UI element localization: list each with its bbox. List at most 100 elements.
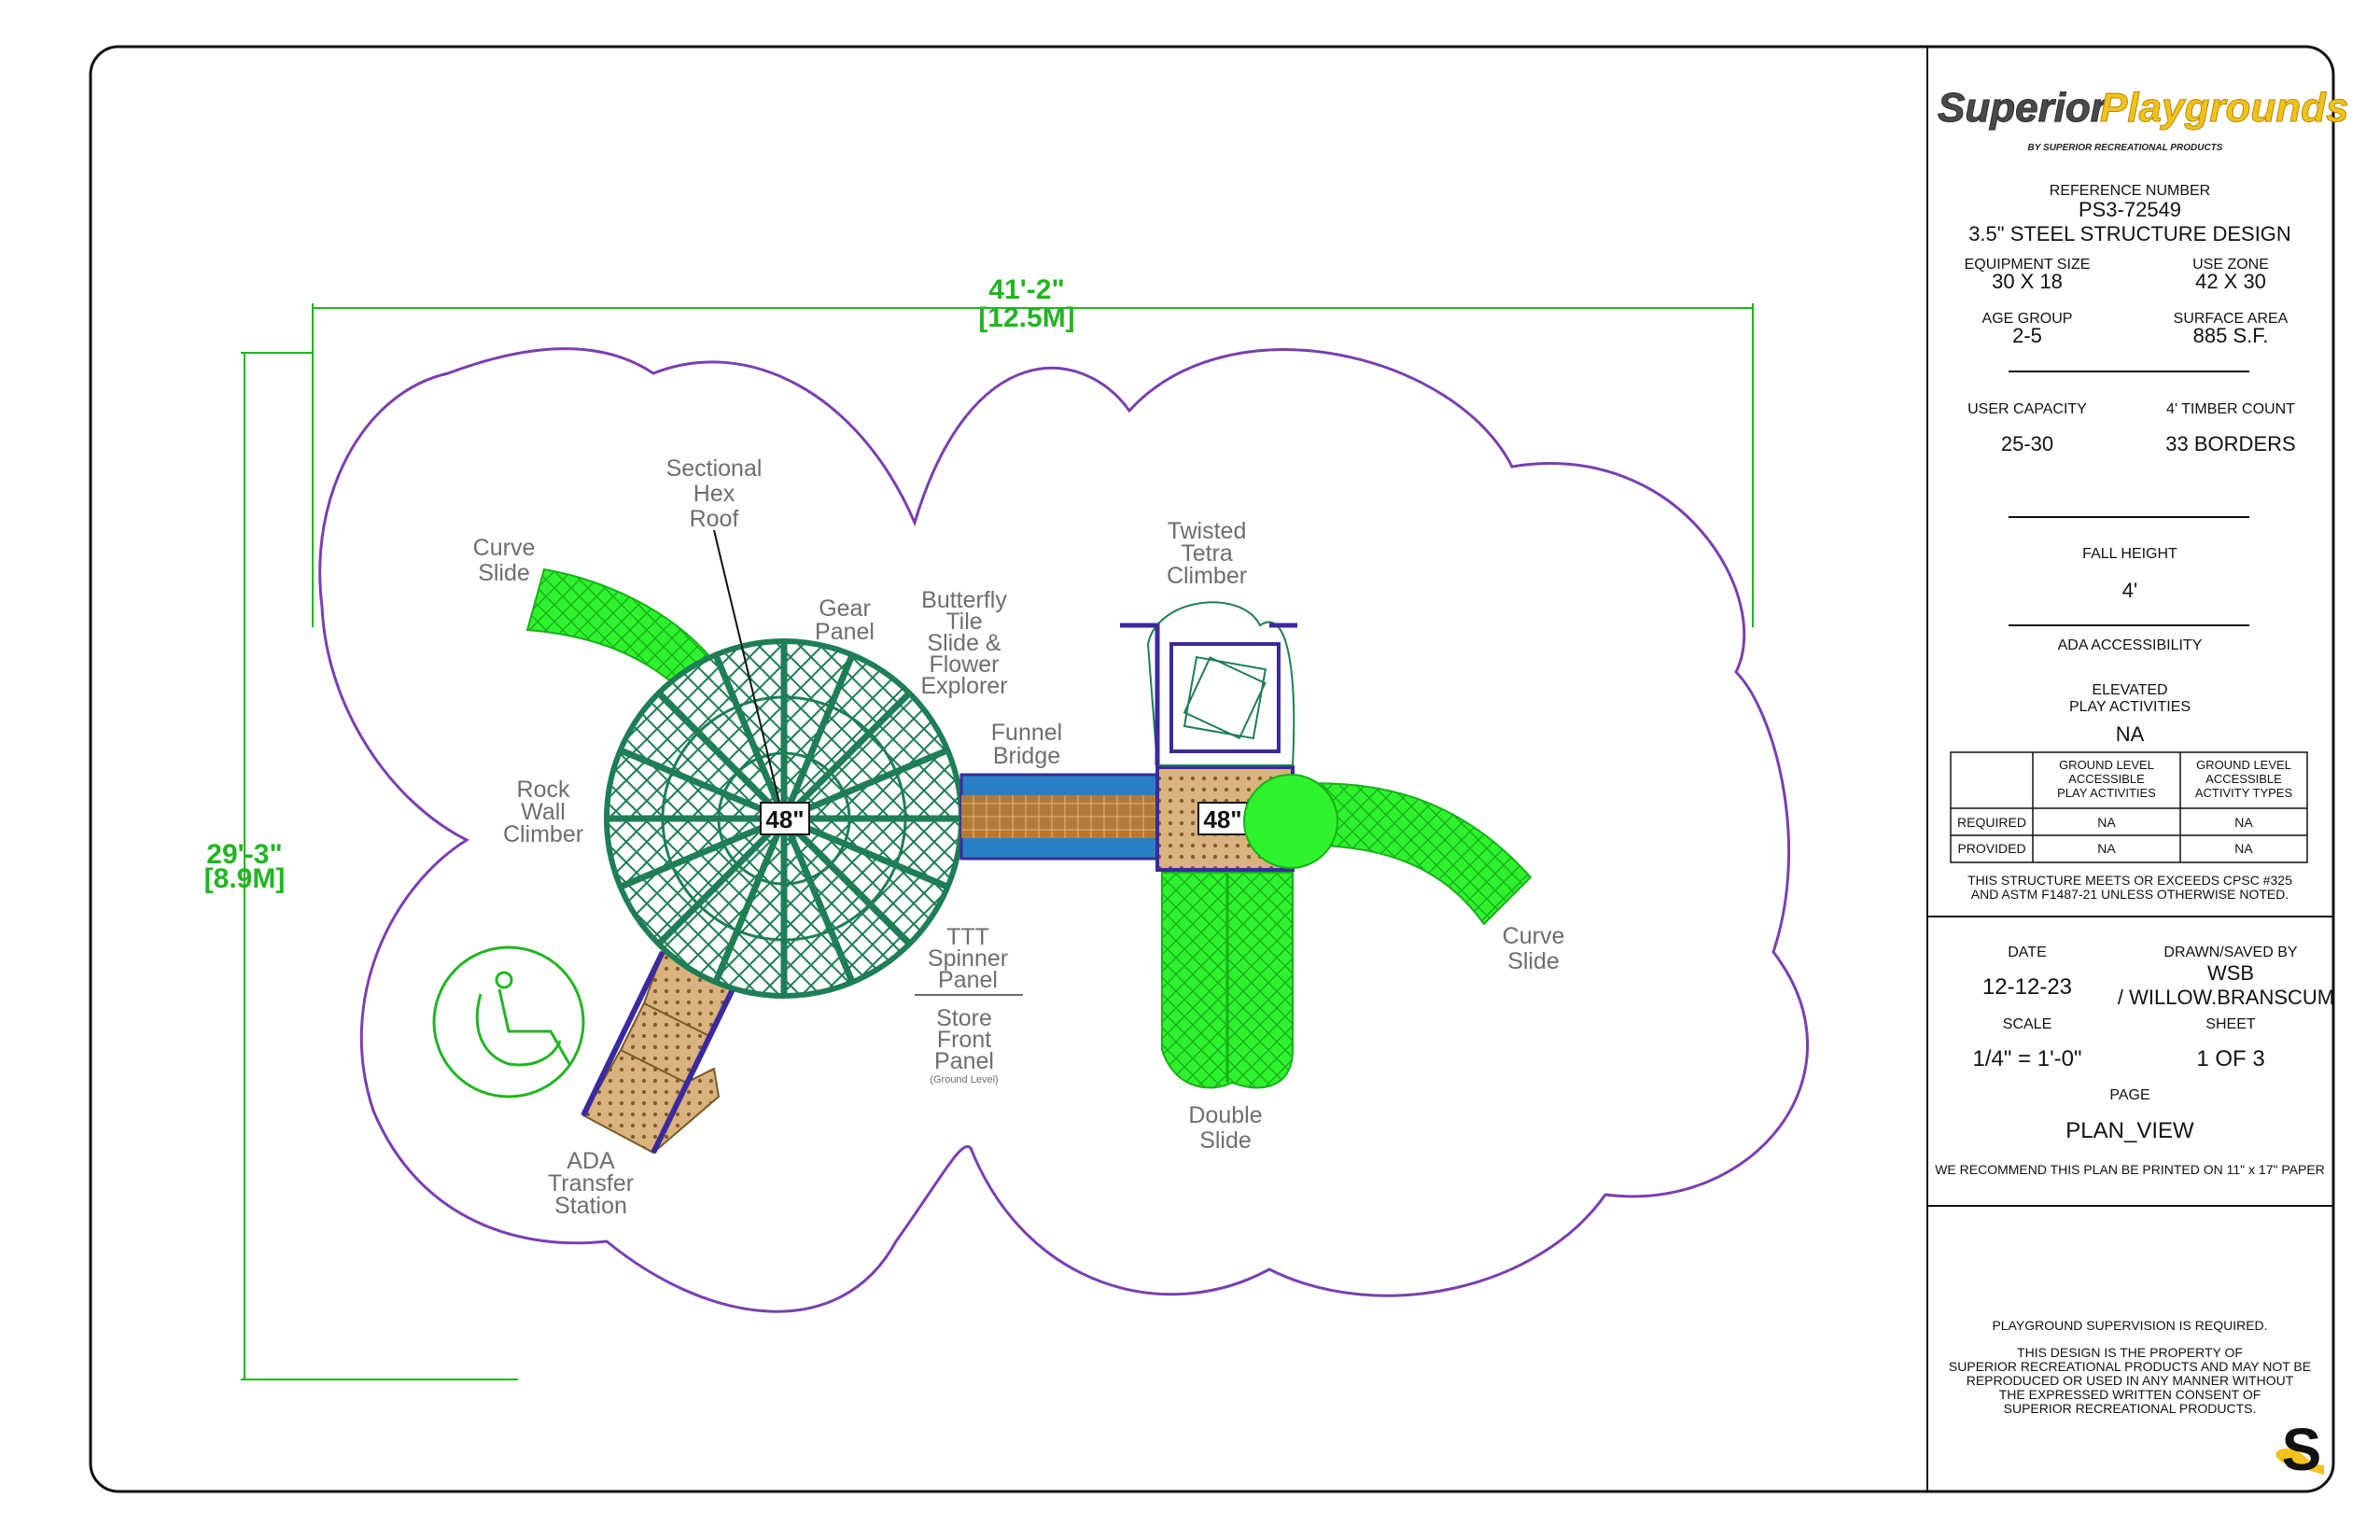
elevated-label-1: ELEVATED — [2092, 682, 2167, 698]
structure-design: 3.5" STEEL STRUCTURE DESIGN — [1968, 222, 2291, 245]
date-label: DATE — [2008, 945, 2046, 960]
label-butterfly-5: Explorer — [920, 673, 1007, 699]
property-note-1: THIS DESIGN IS THE PROPERTY OF — [2017, 1345, 2243, 1360]
property-note-3: REPRODUCED OR USED IN ANY MANNER WITHOUT — [1967, 1373, 2294, 1388]
width-dimension — [312, 303, 1754, 627]
label-ada-1: ADA — [567, 1148, 615, 1174]
age-group-label: AGE GROUP — [1982, 311, 2073, 327]
label-rock-2: Wall — [521, 799, 566, 825]
label-twisted-3: Climber — [1167, 563, 1247, 589]
table-col2-l1: GROUND LEVEL — [2196, 758, 2291, 772]
deck-height-right: 48" — [1203, 805, 1241, 833]
label-curve-slide-left-2: Slide — [478, 560, 530, 586]
use-zone: 42 X 30 — [2195, 270, 2266, 293]
funnel-bridge — [959, 773, 1159, 861]
drawn-initials: WSB — [2207, 961, 2254, 985]
leader-sectional — [713, 529, 780, 804]
page-name: PLAN_VIEW — [2065, 1118, 2194, 1143]
brand-tagline: BY SUPERIOR RECREATIONAL PRODUCTS — [2028, 143, 2223, 153]
height-dimension — [241, 352, 518, 1380]
label-store-1: Store — [936, 1005, 992, 1031]
width-dimension-ft: 41'-2" — [988, 274, 1064, 305]
property-note-4: THE EXPRESSED WRITTEN CONSENT OF — [1999, 1387, 2261, 1402]
width-dimension-m: [12.5M] — [978, 302, 1074, 333]
label-sectional-1: Sectional — [666, 455, 763, 482]
brand-logo: Superior Playgrounds BY SUPERIOR RECREAT… — [1938, 85, 2350, 154]
label-ttt-3: Panel — [938, 967, 998, 993]
table-col1-l1: GROUND LEVEL — [2059, 758, 2154, 772]
reference-label: REFERENCE NUMBER — [2050, 183, 2210, 199]
cpsc-note-2: AND ASTM F1487-21 UNLESS OTHERWISE NOTED… — [1971, 887, 2289, 902]
table-row2-label: PROVIDED — [1957, 841, 2025, 856]
twisted-tetra-climber — [1120, 601, 1297, 766]
drawn-label: DRAWN/SAVED BY — [2163, 945, 2297, 960]
plan-labels: Sectional Hex Roof Curve Slide Gear Pane… — [473, 455, 1565, 1219]
label-double-2: Slide — [1199, 1127, 1252, 1154]
label-rock-1: Rock — [517, 777, 570, 803]
elevated-value: NA — [2116, 722, 2145, 746]
label-butterfly-4: Flower — [929, 651, 999, 678]
label-curve-slide-left-1: Curve — [473, 535, 536, 561]
sheet-label: SHEET — [2205, 1016, 2256, 1032]
table-col2-l3: ACTIVITY TYPES — [2195, 786, 2293, 800]
wheelchair-access-icon — [432, 945, 585, 1099]
ada-label: ADA ACCESSIBILITY — [2058, 637, 2203, 653]
label-ada-3: Station — [554, 1193, 627, 1219]
slide-hood-right — [1243, 774, 1338, 869]
timber-count-label: 4' TIMBER COUNT — [2166, 401, 2295, 417]
height-dimension-m: [8.9M] — [204, 863, 286, 894]
brand-mark-icon: S — [2275, 1416, 2324, 1483]
use-zone-boundary — [318, 347, 1810, 1313]
label-store-4: (Ground Level) — [930, 1074, 998, 1085]
use-zone-label: USE ZONE — [2192, 257, 2269, 273]
date: 12-12-23 — [1982, 974, 2072, 1000]
sheet-border — [89, 45, 2335, 1493]
scale: 1/4" = 1'-0" — [1972, 1046, 2081, 1071]
label-ttt-1: TTT — [946, 924, 989, 950]
label-curve-slide-right-2: Slide — [1507, 948, 1560, 974]
label-gear-2: Panel — [815, 619, 875, 645]
drawn-user: / WILLOW.BRANSCUM — [2118, 986, 2334, 1009]
label-ttt-2: Spinner — [928, 945, 1008, 972]
equipment-size: 30 X 18 — [1992, 270, 2063, 293]
curve-slide-right — [1292, 782, 1533, 926]
print-note: WE RECOMMEND THIS PLAN BE PRINTED ON 11"… — [1935, 1162, 2325, 1177]
surface-area: 885 S.F. — [2193, 324, 2269, 347]
deck-height-tag-left — [760, 802, 810, 835]
label-twisted-2: Tetra — [1181, 540, 1233, 567]
property-note-2: SUPERIOR RECREATIONAL PRODUCTS AND MAY N… — [1949, 1359, 2311, 1374]
equipment-size-label: EQUIPMENT SIZE — [1965, 257, 2091, 273]
table-col1-l3: PLAY ACTIVITIES — [2057, 786, 2156, 800]
label-sectional-3: Roof — [690, 506, 739, 532]
table-row1-label: REQUIRED — [1957, 815, 2026, 830]
supervision-note: PLAYGROUND SUPERVISION IS REQUIRED. — [1992, 1318, 2267, 1333]
label-butterfly-3: Slide & — [927, 630, 1001, 656]
label-twisted-1: Twisted — [1168, 518, 1247, 544]
height-dimension-ft: 29'-3" — [206, 839, 282, 870]
fall-height-label: FALL HEIGHT — [2082, 546, 2177, 562]
elevated-label-2: PLAY ACTIVITIES — [2069, 699, 2191, 715]
label-sectional-2: Hex — [693, 481, 735, 507]
table-row2-v1: NA — [2097, 841, 2116, 856]
label-funnel-1: Funnel — [991, 720, 1062, 746]
user-capacity-label: USER CAPACITY — [1967, 401, 2087, 417]
label-funnel-2: Bridge — [993, 743, 1060, 769]
age-group: 2-5 — [2012, 324, 2042, 347]
surface-area-label: SURFACE AREA — [2174, 311, 2289, 327]
fall-height: 4' — [2122, 579, 2137, 602]
label-butterfly-2: Tile — [945, 609, 982, 635]
label-double-1: Double — [1188, 1102, 1262, 1128]
deck-height-left: 48" — [765, 805, 804, 833]
table-col1-l2: ACCESSIBLE — [2068, 772, 2145, 786]
label-rock-3: Climber — [503, 821, 583, 847]
user-capacity: 25-30 — [2001, 432, 2053, 455]
brand-name-part1: Superior — [1938, 85, 2109, 131]
property-note-5: SUPERIOR RECREATIONAL PRODUCTS. — [2004, 1401, 2257, 1416]
accessibility-table — [1950, 751, 2308, 863]
table-row1-v1: NA — [2097, 815, 2116, 830]
label-ada-2: Transfer — [548, 1170, 634, 1197]
label-store-2: Front — [937, 1027, 991, 1053]
timber-count: 33 BORDERS — [2165, 432, 2295, 455]
cpsc-note-1: THIS STRUCTURE MEETS OR EXCEEDS CPSC #32… — [1967, 873, 2292, 888]
